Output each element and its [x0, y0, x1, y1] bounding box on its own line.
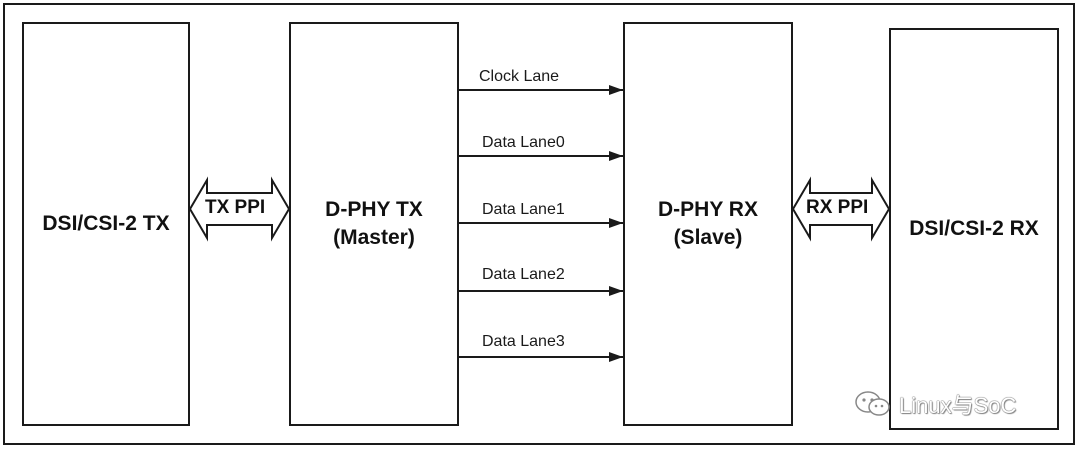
- dsi-csi2-tx-block: DSI/CSI-2 TX: [22, 22, 190, 426]
- dsi-csi2-tx-label: DSI/CSI-2 TX: [42, 212, 170, 235]
- rx-ppi-double-arrow: [791, 176, 891, 242]
- diagram-frame: [3, 3, 1075, 445]
- data-lane2-label: Data Lane2: [482, 266, 565, 283]
- dphy-rx-block: D-PHY RX (Slave): [623, 22, 793, 426]
- tx-ppi-double-arrow: [188, 176, 291, 242]
- clock-lane-label: Clock Lane: [479, 68, 560, 85]
- rx-ppi-label: RX PPI: [806, 197, 869, 218]
- data-lane1-label: Data Lane1: [482, 201, 565, 218]
- dphy-rx-label: D-PHY RX (Slave): [658, 198, 758, 249]
- dsi-csi2-rx-label: DSI/CSI-2 RX: [909, 217, 1039, 240]
- watermark: Linux与SoC: [853, 388, 1016, 420]
- data-lane3-label: Data Lane3: [482, 333, 565, 350]
- data-lane0-label: Data Lane0: [482, 134, 565, 151]
- dphy-tx-block: D-PHY TX (Master): [289, 22, 459, 426]
- dsi-csi2-rx-block: DSI/CSI-2 RX: [889, 28, 1059, 430]
- watermark-text: Linux与SoC: [899, 393, 1017, 418]
- wechat-icon: [855, 391, 890, 416]
- dphy-tx-label: D-PHY TX (Master): [325, 198, 423, 249]
- tx-ppi-label: TX PPI: [205, 197, 266, 218]
